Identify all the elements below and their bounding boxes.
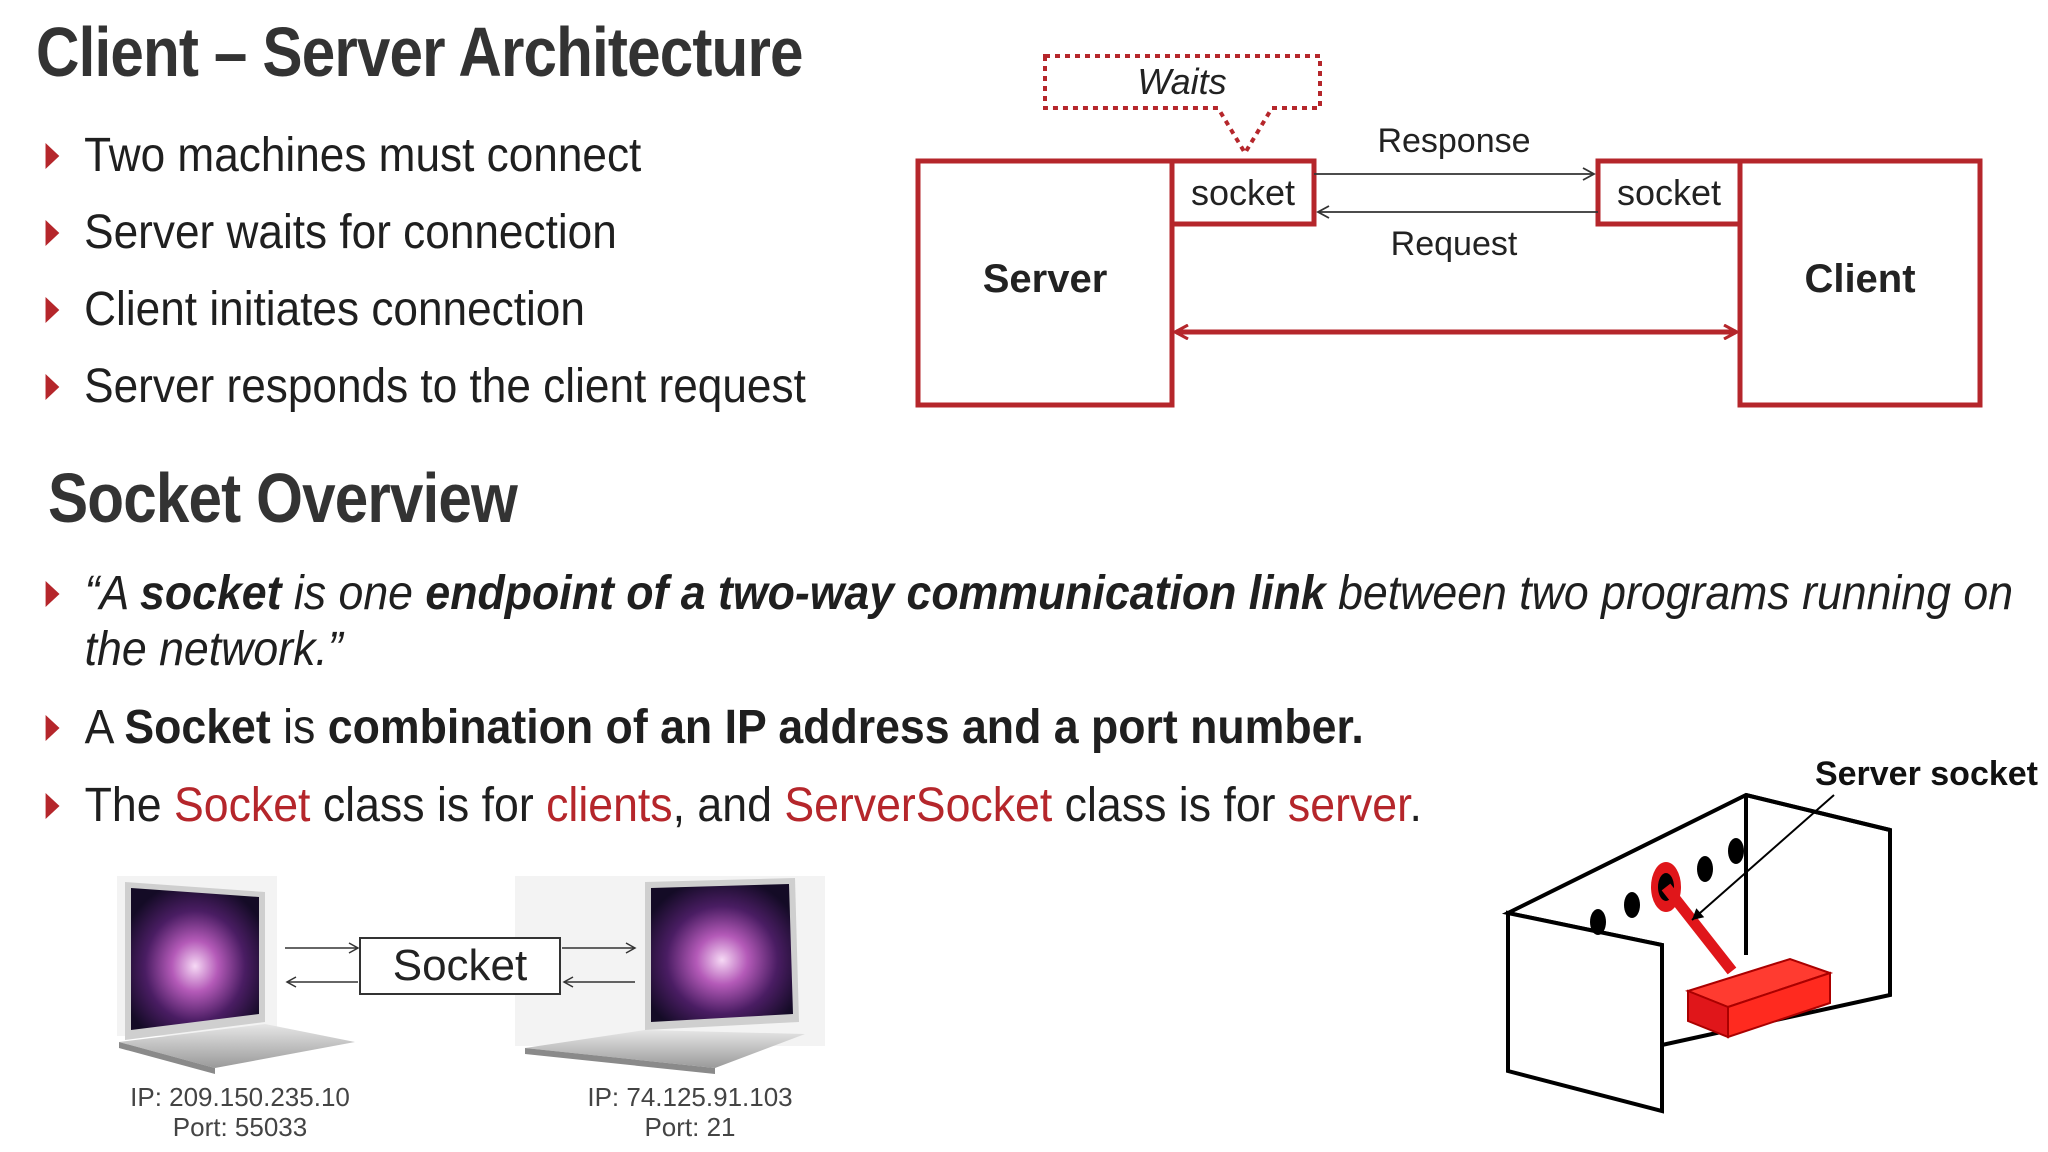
- bullet-triangle-icon: [45, 374, 60, 400]
- list-item: Client initiates connection: [40, 282, 806, 338]
- bullet-text: Server waits for connection: [84, 206, 617, 259]
- left-port-text: Port: 55033: [172, 1112, 308, 1142]
- server-box: [915, 158, 1175, 408]
- list-item: Server responds to the client request: [40, 359, 806, 415]
- client-server-diagram: Waits Server socket Client socket Respon…: [900, 40, 2000, 420]
- architecture-bullet-list: Two machines must connect Server waits f…: [40, 128, 872, 436]
- front-panel: [1506, 910, 1664, 1114]
- list-item: Server waits for connection: [40, 205, 806, 261]
- clients-term: clients: [546, 779, 673, 832]
- quote-rest-text: between two programs running on the netw…: [84, 567, 2014, 676]
- section-title-architecture: Client – Server Architecture: [36, 13, 803, 91]
- right-ip-text: IP: 74.125.91.103: [587, 1082, 793, 1112]
- socket-box-label: Socket: [393, 941, 528, 990]
- bullet-triangle-icon: [45, 715, 60, 741]
- left-laptop-image: [117, 876, 355, 1074]
- bullet-text: Server responds to the client request: [84, 360, 806, 413]
- bullet-triangle-icon: [45, 581, 60, 607]
- bullet-triangle-icon: [45, 220, 60, 246]
- response-label: Response: [1377, 122, 1530, 160]
- waits-callout: Waits: [1043, 54, 1322, 157]
- socket-class-term: Socket: [173, 779, 311, 832]
- quote-open-text: “A: [84, 567, 141, 620]
- list-item: “A socket is one endpoint of a two-way c…: [40, 566, 2028, 678]
- server-label: Server: [983, 257, 1108, 301]
- socket-hole: [1728, 838, 1744, 864]
- bullet-triangle-icon: [45, 297, 60, 323]
- list-item: The Socket class is for clients, and Ser…: [40, 778, 1891, 834]
- section-title-socket-overview: Socket Overview: [48, 459, 518, 537]
- server-socket-box: [1169, 158, 1317, 227]
- server-socket-label: Server socket: [1815, 755, 2038, 793]
- client-socket-label: socket: [1617, 172, 1721, 213]
- bullet-text: Two machines must connect: [84, 129, 642, 182]
- and-text: , and: [672, 779, 785, 832]
- client-box: [1737, 158, 1983, 408]
- server-term: server: [1287, 779, 1410, 832]
- socket-box: [359, 937, 561, 995]
- bullet-text: Client initiates connection: [84, 283, 585, 336]
- bullet-triangle-icon: [45, 143, 60, 169]
- request-label: Request: [1391, 225, 1518, 263]
- socket-overview-bullet-list: “A socket is one endpoint of a two-way c…: [40, 566, 2030, 856]
- client-label: Client: [1804, 257, 1915, 301]
- serversocket-class-term: ServerSocket: [784, 779, 1053, 832]
- socket-term: Socket: [124, 701, 271, 754]
- bullet-triangle-icon: [45, 793, 60, 819]
- list-item: Two machines must connect: [40, 128, 806, 184]
- socket-term: socket: [140, 567, 282, 620]
- client-block: [1685, 957, 1834, 1039]
- left-address-label: IP: 209.150.235.10 Port: 55033: [115, 1082, 365, 1142]
- endpoint-term: endpoint of a two-way communication link: [425, 567, 1326, 620]
- right-address-label: IP: 74.125.91.103 Port: 21: [565, 1082, 815, 1142]
- combination-text: combination of an IP address and a port …: [327, 701, 1364, 754]
- class-is-for-text: class is for: [1052, 779, 1288, 832]
- pointer-arrow: [1691, 794, 1835, 921]
- socket-hole: [1590, 909, 1606, 935]
- socket-hole: [1624, 892, 1640, 918]
- socket-hole: [1697, 856, 1713, 882]
- right-port-text: Port: 21: [644, 1112, 736, 1142]
- client-socket-box: [1595, 158, 1743, 227]
- is-one-text: is one: [281, 567, 426, 620]
- is-text: is: [270, 701, 328, 754]
- laptop-socket-figure: Socket IP: 209.150.235.10 Port: 55033 IP…: [115, 872, 825, 1142]
- the-text: The: [84, 779, 174, 832]
- a-text: A: [84, 701, 125, 754]
- period-text: .: [1409, 779, 1422, 832]
- waits-label: Waits: [1137, 61, 1226, 102]
- server-socket-label: socket: [1191, 172, 1295, 213]
- class-is-for-text: class is for: [310, 779, 547, 832]
- left-ip-text: IP: 209.150.235.10: [130, 1082, 350, 1112]
- list-item: A Socket is combination of an IP address…: [40, 700, 1891, 756]
- connection-line: [1661, 883, 1737, 975]
- right-laptop-image: [515, 876, 825, 1074]
- server-socket-figure: Server socket: [1500, 745, 2048, 1145]
